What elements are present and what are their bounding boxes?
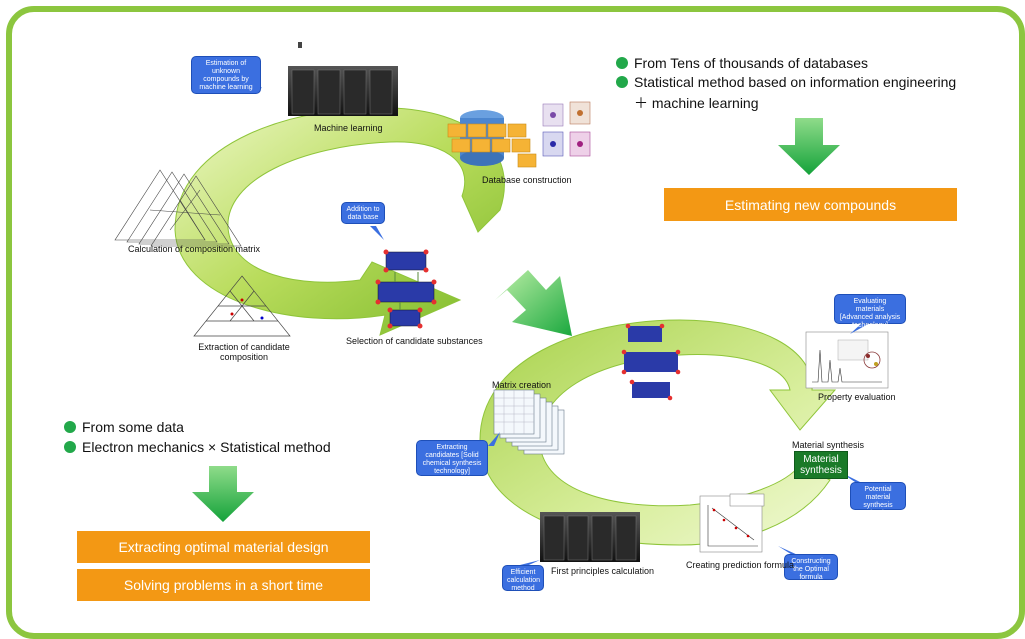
label-first-principles: First principles calculation: [551, 566, 655, 576]
bullet-electron-mechanics: Electron mechanics × Statistical method: [64, 439, 331, 455]
label-selection-candidate: Selection of candidate substances: [346, 336, 483, 346]
server-rack-top-icon: [288, 42, 398, 116]
callout-constructing: Constructing the Optimal formula: [784, 554, 838, 581]
result-estimating-new-compounds: Estimating new compounds: [664, 188, 957, 221]
server-rack-bottom-icon: [540, 512, 640, 562]
callout-addition: Addition to data base: [341, 202, 385, 224]
callout-estimation: Estimation of unknown compounds by machi…: [191, 56, 261, 94]
callout-evaluating: Evaluating materials [Advanced analysis …: [834, 294, 906, 329]
bullet-from-some-data: From some data: [64, 419, 184, 435]
bullet-dot: [64, 441, 76, 453]
crystal-lattice-top-icon: [375, 249, 437, 329]
down-arrow-left: [192, 466, 254, 522]
callout-efficient: Efficient calculation method: [502, 565, 544, 592]
database-icon: [447, 110, 537, 168]
down-arrow-right: [778, 118, 840, 175]
bullet-dot: [616, 57, 628, 69]
label-database-construction: Database construction: [482, 175, 572, 185]
label-material-synthesis: Material synthesis: [792, 440, 865, 450]
result-solving-problems: Solving problems in a short time: [77, 569, 370, 601]
bullet-text: Electron mechanics × Statistical method: [82, 439, 331, 455]
callout-potential: Potential material synthesis technology: [850, 482, 906, 517]
label-matrix-creation: Matrix creation: [492, 380, 552, 390]
bullet-text: Statistical method based on information …: [634, 74, 957, 90]
label-property-evaluation: Property evaluation: [818, 392, 896, 402]
label-creating-formula: Creating prediction formula: [686, 560, 795, 570]
bullet-dot: [616, 76, 628, 88]
bullet-text: From some data: [82, 419, 184, 435]
matrix-sheets-icon: [493, 389, 565, 455]
bullet-text: ＋ machine learning: [634, 95, 759, 111]
result-extracting-optimal-design: Extracting optimal material design: [77, 531, 370, 563]
bullet-text: From Tens of thousands of databases: [634, 55, 868, 71]
ternary-diagram-stack-icon: [114, 169, 242, 247]
label-extraction-candidate: Extraction of candidate composition: [198, 342, 290, 362]
label-calc-composition-matrix: Calculation of composition matrix: [128, 244, 261, 254]
bullet-tens-of-thousands: From Tens of thousands of databases: [616, 55, 868, 71]
property-spectrum-icon: [805, 331, 889, 389]
label-machine-learning: Machine learning: [314, 123, 383, 133]
bullet-machine-learning: ＋ machine learning: [634, 93, 759, 113]
material-synthesis-box: Material synthesis: [794, 451, 848, 479]
ternary-diagram-icon: [193, 275, 291, 337]
bullet-dot: [64, 421, 76, 433]
callout-extracting: Extracting candidates [Solid chemical sy…: [416, 440, 488, 476]
crystal-lattice-bottom-icon: [621, 323, 681, 401]
prediction-formula-plot-icon: [699, 493, 765, 553]
diagonal-transition-arrow: [495, 270, 572, 336]
bullet-statistical-method: Statistical method based on information …: [616, 74, 956, 90]
crystal-structures-icon: [542, 101, 591, 157]
